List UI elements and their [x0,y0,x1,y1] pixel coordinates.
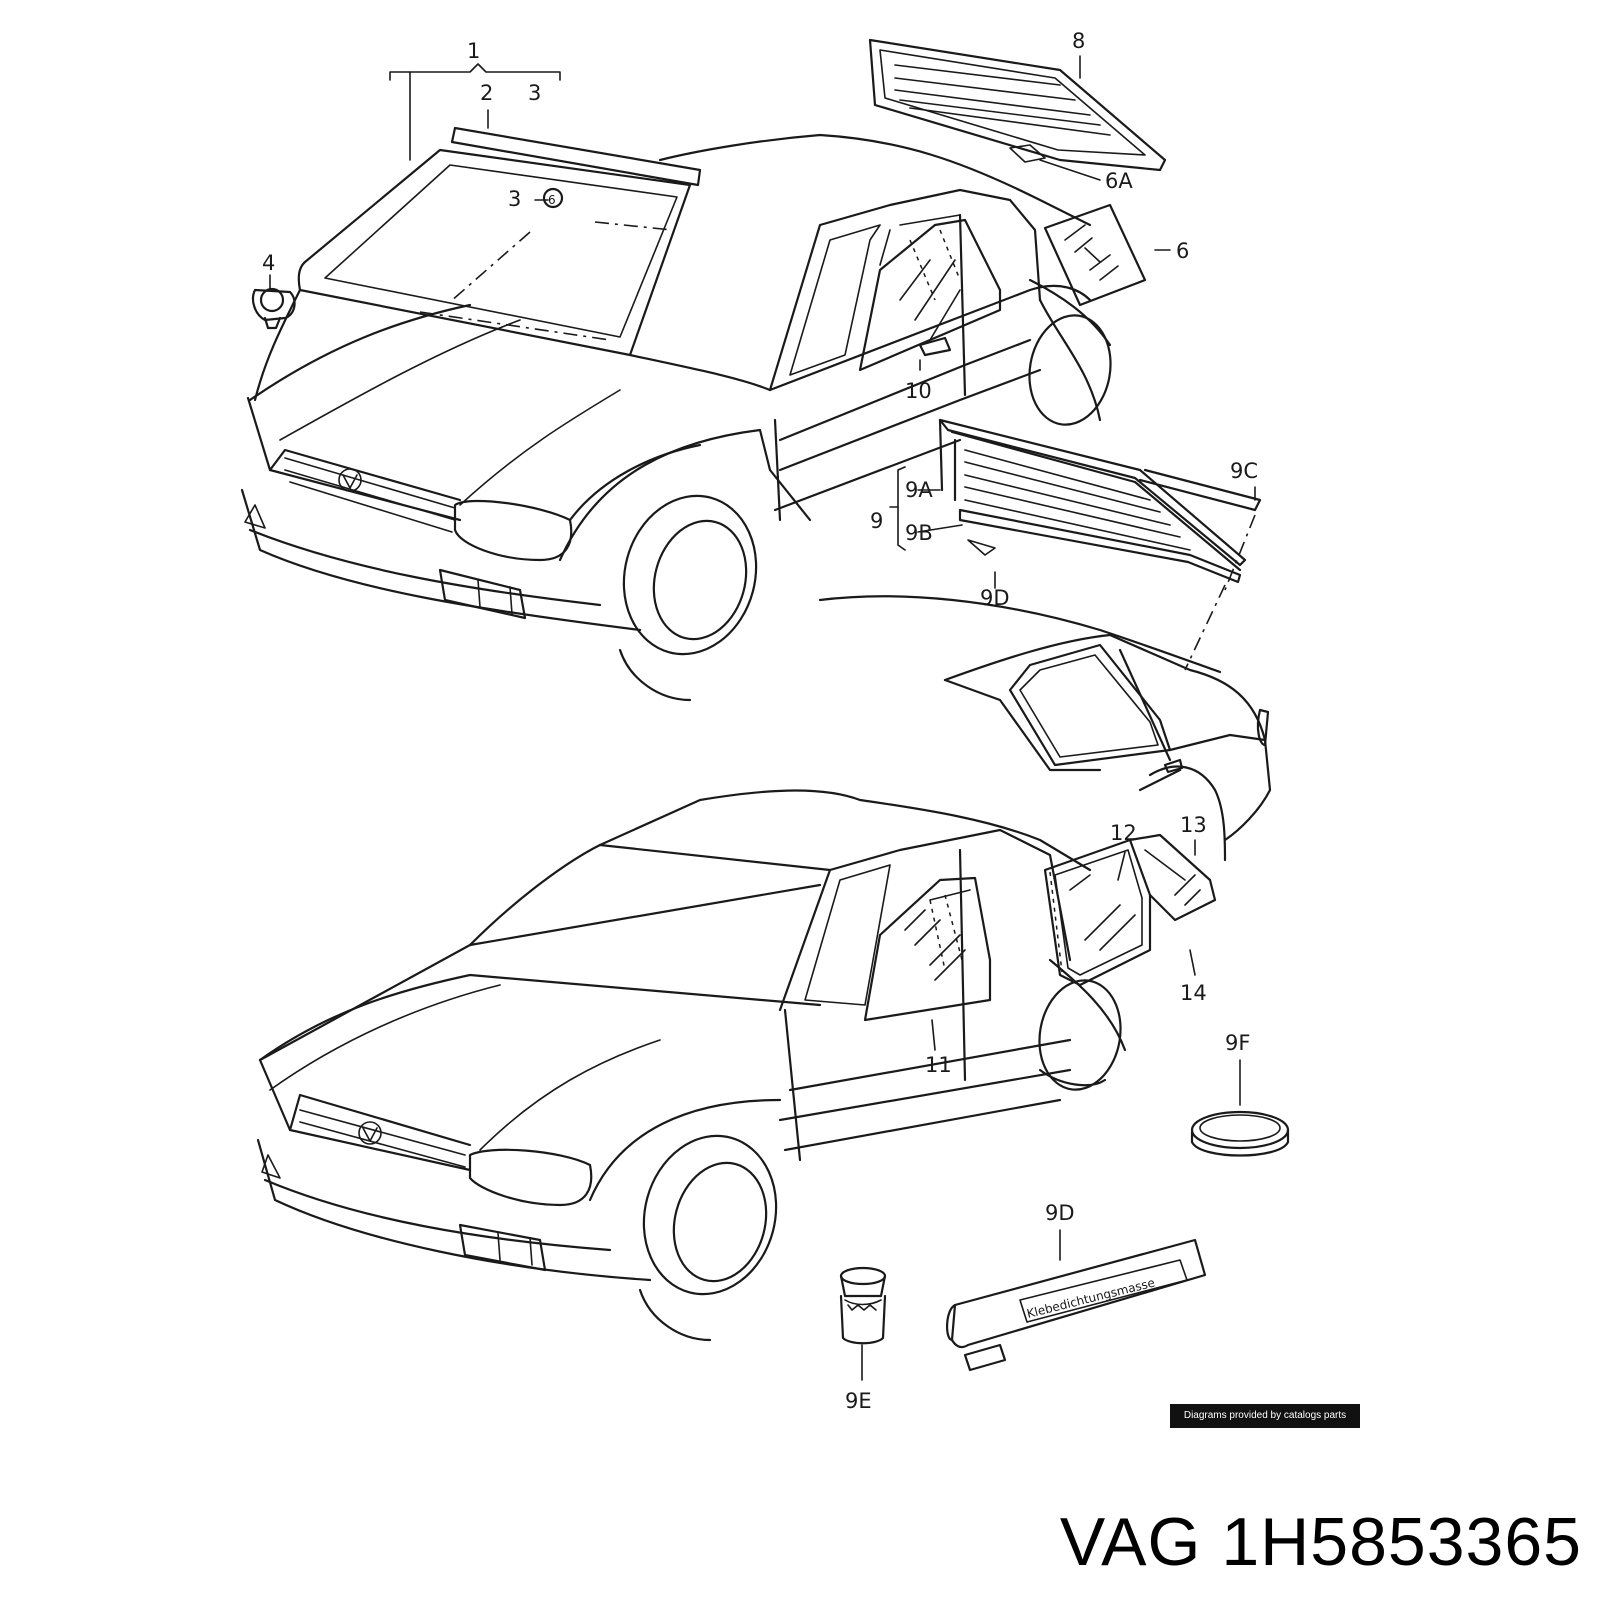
callout-9a: 9A [905,478,933,502]
seal-ring-part [1190,1110,1290,1157]
primer-jar-part [839,1266,887,1345]
callout-9b: 9B [905,521,933,545]
callout-4: 4 [262,251,275,275]
callout-labels: 1 2 3 3 4 8 6A 6 10 9C 9A 9 9B 9D 12 13 … [262,29,1258,1413]
callout-9d-top: 9D [980,586,1010,610]
callout-3a: 3 [528,81,541,105]
sealant-tube-part: Klebedichtungsmasse [946,1238,1207,1372]
callout-9d-bottom: 9D [1045,1201,1075,1225]
rear-window-seal-strips [938,418,1262,671]
leader-lines [269,55,1256,1381]
svg-text:6: 6 [548,193,556,207]
callout-1: 1 [467,39,480,63]
callout-9f: 9F [1225,1031,1250,1055]
rear-quarter-glass [1043,833,1217,987]
callout-14: 14 [1180,981,1207,1005]
hatchback-car-drawing [240,126,1147,702]
sedan-car-drawing [256,789,1127,1342]
callout-9c: 9C [1230,459,1258,483]
sensor-part: 6 [542,187,564,209]
callout-6: 6 [1176,239,1189,263]
diagram-credit-badge: Diagrams provided by catalogs parts [1170,1404,1360,1428]
callout-9: 9 [870,509,883,533]
sedan-rear-drawing [818,595,1272,862]
callout-2: 2 [480,81,493,105]
callout-10: 10 [905,379,932,403]
callout-12: 12 [1110,821,1137,845]
rear-window-glass [868,38,1167,172]
callout-3b: 3 [508,187,521,211]
part-brand: VAG [1059,1504,1202,1580]
callout-11: 11 [925,1053,952,1077]
mirror-mount-part [251,287,296,330]
callout-8: 8 [1072,29,1085,53]
callout-13: 13 [1180,813,1207,837]
part-number: 1H5853365 [1221,1504,1582,1580]
callout-6a: 6A [1105,169,1133,193]
part-code-title: VAG 1H5853365 [1060,1508,1582,1576]
callout-9e: 9E [845,1389,872,1413]
